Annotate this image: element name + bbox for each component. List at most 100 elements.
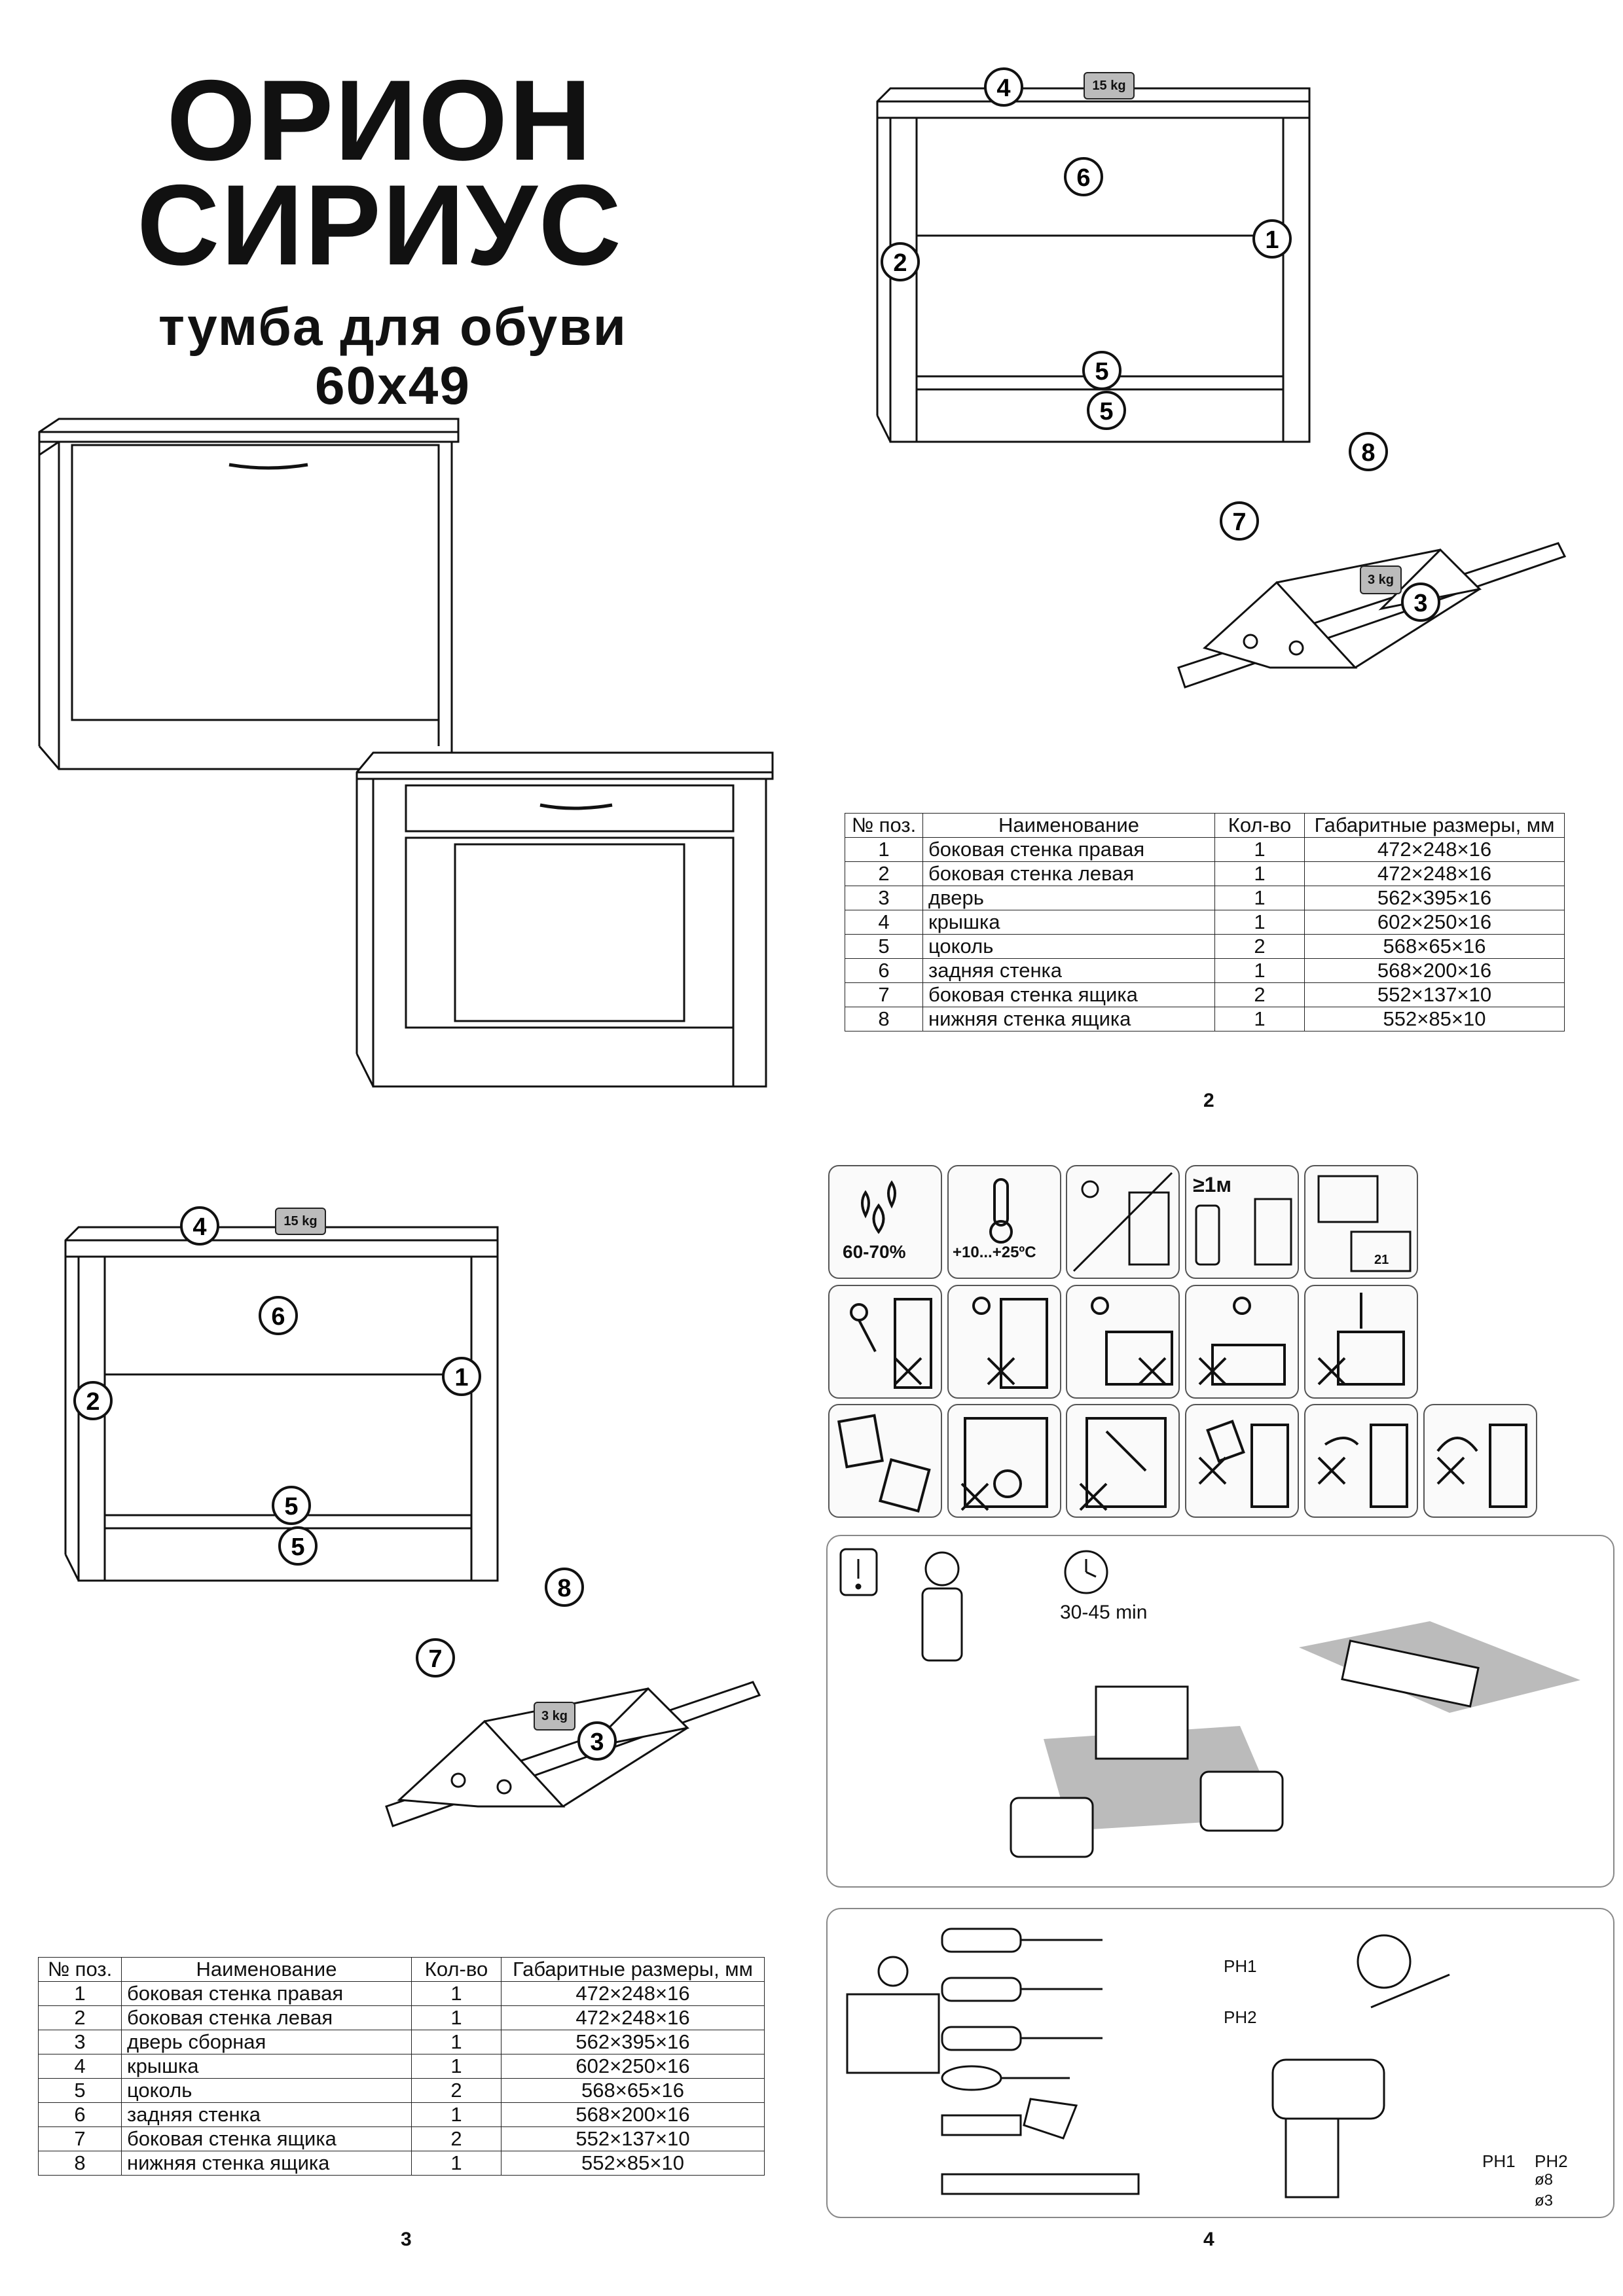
cell-qty: 1 xyxy=(411,2102,501,2127)
no-solvent-cleaning-icon xyxy=(1423,1404,1537,1518)
parts-table-header: № поз. Наименование Кол-во Габаритные ра… xyxy=(38,1957,765,1982)
assembly-conditions-panel: 30-45 min xyxy=(826,1535,1614,1888)
manual-read-icon xyxy=(846,1993,940,2074)
cell-qty: 2 xyxy=(411,2126,501,2151)
cell-pos: 6 xyxy=(38,2102,122,2127)
svg-text:5: 5 xyxy=(291,1534,304,1561)
cell-name: боковая стенка правая xyxy=(121,1981,412,2006)
svg-text:5: 5 xyxy=(1095,358,1108,386)
callout-1-p2: 1 xyxy=(1252,219,1292,259)
svg-text:1: 1 xyxy=(454,1364,468,1391)
callout-4-p2: 4 xyxy=(984,67,1023,107)
svg-text:2: 2 xyxy=(86,1388,100,1416)
cell-size: 562×395×16 xyxy=(501,2030,765,2054)
no-heavy-load-icon xyxy=(947,1404,1061,1518)
no-hammer-icon xyxy=(1066,1404,1180,1518)
cell-name: нижняя стенка ящика xyxy=(922,1007,1215,1031)
no-abrasive-cleaner-icon xyxy=(1185,1404,1299,1518)
callout-7-p2: 7 xyxy=(1220,501,1259,541)
cell-qty: 1 xyxy=(411,2151,501,2176)
cell-pos: 8 xyxy=(845,1007,923,1031)
cell-name: дверь xyxy=(922,886,1215,910)
callout-6-p2: 6 xyxy=(1064,157,1103,196)
cell-qty: 1 xyxy=(411,1981,501,2006)
tape-measure-icon xyxy=(1357,1934,1412,1989)
screwdriver-ph1-icon xyxy=(941,1928,1022,1953)
cell-qty: 1 xyxy=(1214,861,1305,886)
hammer-icon xyxy=(941,2114,1022,2136)
cell-size: 602×250×16 xyxy=(501,2054,765,2079)
callout-5b-p2: 5 xyxy=(1087,391,1126,430)
cell-name: боковая стенка ящика xyxy=(922,982,1215,1007)
page-number-3: 3 xyxy=(401,2229,412,2250)
cell-name: цоколь xyxy=(922,934,1215,959)
parts-table-p3: № поз. Наименование Кол-во Габаритные ра… xyxy=(38,1957,765,2176)
svg-text:1: 1 xyxy=(1265,226,1279,254)
callout-2-p2: 2 xyxy=(881,242,920,281)
svg-text:2: 2 xyxy=(893,249,907,277)
col-pos: № поз. xyxy=(38,1957,122,1982)
humidity-icon: 60-70% xyxy=(828,1165,942,1279)
pencil-icon xyxy=(1370,1973,1450,2009)
no-sit-on-top-icon xyxy=(1066,1285,1180,1399)
cell-pos: 7 xyxy=(845,982,923,1007)
cell-size: 472×248×16 xyxy=(501,1981,765,2006)
product-subtitle: тумба для обуви 60х49 xyxy=(158,297,628,416)
svg-text:5: 5 xyxy=(284,1493,298,1520)
drill-3-label: ø3 xyxy=(1535,2192,1554,2210)
cell-size: 552×85×10 xyxy=(1304,1007,1565,1031)
tipping-warning-icon xyxy=(828,1404,942,1518)
callout-3-p2: 3 xyxy=(1401,583,1440,622)
cell-size: 568×200×16 xyxy=(501,2102,765,2127)
cell-pos: 4 xyxy=(38,2054,122,2079)
cell-qty: 2 xyxy=(411,2078,501,2103)
bit-ph2-label: PH2 xyxy=(1535,2151,1568,2171)
cell-qty: 1 xyxy=(411,2054,501,2079)
cabinet-drawer-illustration xyxy=(356,751,774,1088)
cell-pos: 6 xyxy=(845,958,923,983)
screwdriver-flat-icon xyxy=(941,2026,1022,2051)
spirit-level-icon xyxy=(941,2173,1140,2195)
col-size: Габаритные размеры, мм xyxy=(501,1957,765,1982)
no-push-cabinet-icon xyxy=(828,1285,942,1399)
callout-8-p2: 8 xyxy=(1349,432,1388,471)
weight-tag-3kg-p3: 3 kg xyxy=(534,1702,575,1731)
col-name: Наименование xyxy=(121,1957,412,1982)
cell-pos: 7 xyxy=(38,2126,122,2151)
sunlight-icon xyxy=(1066,1165,1180,1279)
acclimatization-icon: 21 xyxy=(1304,1165,1418,1279)
tools-panel: PH1 PH2 PH1 PH2 ø8 ø3 xyxy=(826,1908,1614,2218)
thermometer-icon: +10...+25ºC xyxy=(947,1165,1061,1279)
cell-size: 472×248×16 xyxy=(501,2005,765,2030)
cell-size: 472×248×16 xyxy=(1304,861,1565,886)
cell-name: нижняя стенка ящика xyxy=(121,2151,412,2176)
col-qty: Кол-во xyxy=(411,1957,501,1982)
cell-pos: 1 xyxy=(38,1981,122,2006)
worker-icon xyxy=(924,1551,960,1587)
cell-pos: 3 xyxy=(38,2030,122,2054)
product-title-2: СИРИУС xyxy=(137,162,623,289)
temperature-label: +10...+25ºC xyxy=(953,1244,1036,1261)
no-stand-on-drawer-icon xyxy=(1185,1285,1299,1399)
clock-icon xyxy=(1064,1550,1108,1594)
callout-1-p3: 1 xyxy=(442,1357,481,1396)
product-title-1: ОРИОН xyxy=(166,57,593,185)
distance-label: ≥1м xyxy=(1193,1173,1232,1196)
drill-icon xyxy=(1271,2058,1385,2120)
no-climb-shelf-icon xyxy=(947,1285,1061,1399)
parts-table-p2: № поз. Наименование Кол-во Габаритные ра… xyxy=(845,813,1565,1031)
cell-size: 568×65×16 xyxy=(501,2078,765,2103)
page-number-2: 2 xyxy=(1203,1090,1214,1111)
heater-distance-icon: ≥1м xyxy=(1185,1165,1299,1279)
svg-text:8: 8 xyxy=(557,1575,571,1602)
